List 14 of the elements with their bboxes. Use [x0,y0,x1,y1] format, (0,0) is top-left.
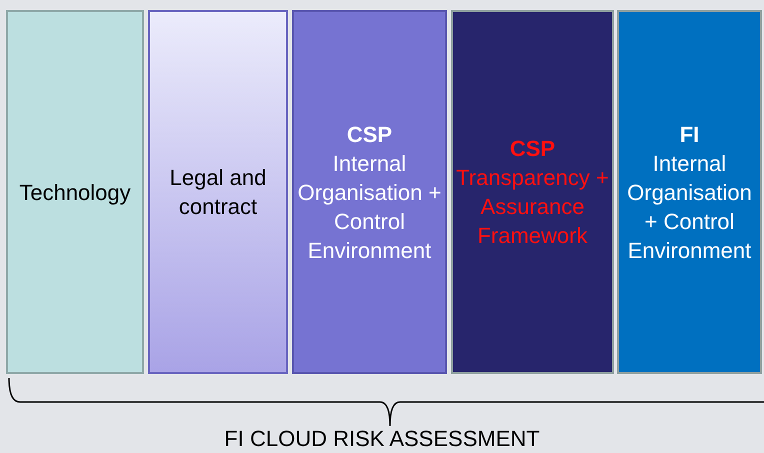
column-panel [6,10,144,374]
column-heading: CSP [346,120,392,148]
column-text: Internal Organisation + Control Environment [296,150,442,264]
column-panel [148,10,288,374]
column-text: Internal Organisation + Control Environment [626,150,753,264]
column-panel [292,10,447,374]
column-heading: CSP [510,135,556,163]
column-text: Technology [19,178,131,206]
column-text: Transparency + Assurance Framework [455,164,610,250]
bracket-label: FI CLOUD RISK ASSESSMENT [224,426,540,452]
column-heading: FI [680,120,700,148]
column-panel [451,10,614,374]
column-panel [617,10,762,374]
column-text: Legal and contract [168,164,268,221]
